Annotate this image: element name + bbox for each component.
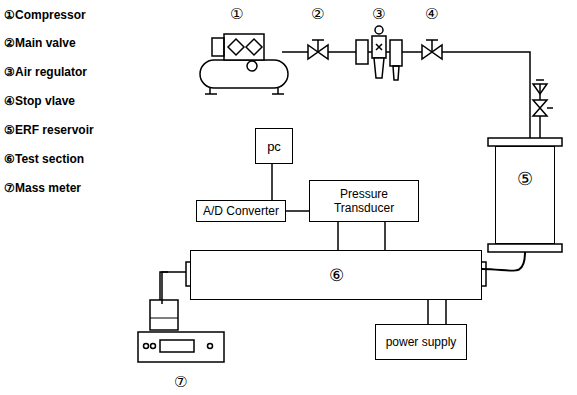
fluid-tube <box>482 252 525 271</box>
node-text: power supply <box>386 335 457 349</box>
node-text: ⑥ <box>329 266 344 285</box>
node-text: ⑤ <box>517 169 533 189</box>
legend-entry: ⑤ERF reservoir <box>4 123 94 137</box>
signal-wire <box>286 211 309 212</box>
node-text: pc <box>267 139 281 154</box>
transducer-box: Pressure Transducer <box>309 180 419 222</box>
legend-entry: ③Air regulator <box>4 65 87 79</box>
legend-entry: ②Main valve <box>4 36 76 50</box>
reservoir-body: ⑤ <box>495 146 555 244</box>
node-text: Pressure Transducer <box>310 187 418 215</box>
legend-entry: ⑥Test section <box>4 152 84 166</box>
test-section: ⑥ <box>190 250 482 300</box>
callout-number: ⑦ <box>174 374 187 390</box>
node-text: A/D Converter <box>203 204 279 218</box>
signal-wire <box>446 300 447 324</box>
converter-box: A/D Converter <box>196 200 286 222</box>
callout-number: ④ <box>425 6 438 22</box>
signal-wire <box>338 222 339 250</box>
callout-number: ② <box>311 6 324 22</box>
callout-number: ③ <box>372 6 385 22</box>
callout-number: ① <box>230 6 243 22</box>
signal-wire <box>428 300 429 324</box>
signal-wire <box>272 164 273 200</box>
computer-box: pc <box>255 128 293 164</box>
legend-entry: ④Stop vlave <box>4 94 75 108</box>
legend-entry: ①Compressor <box>4 8 86 22</box>
legend-entry: ⑦Mass meter <box>4 181 81 195</box>
power-supply-box: power supply <box>375 324 467 360</box>
signal-wire <box>385 222 386 250</box>
